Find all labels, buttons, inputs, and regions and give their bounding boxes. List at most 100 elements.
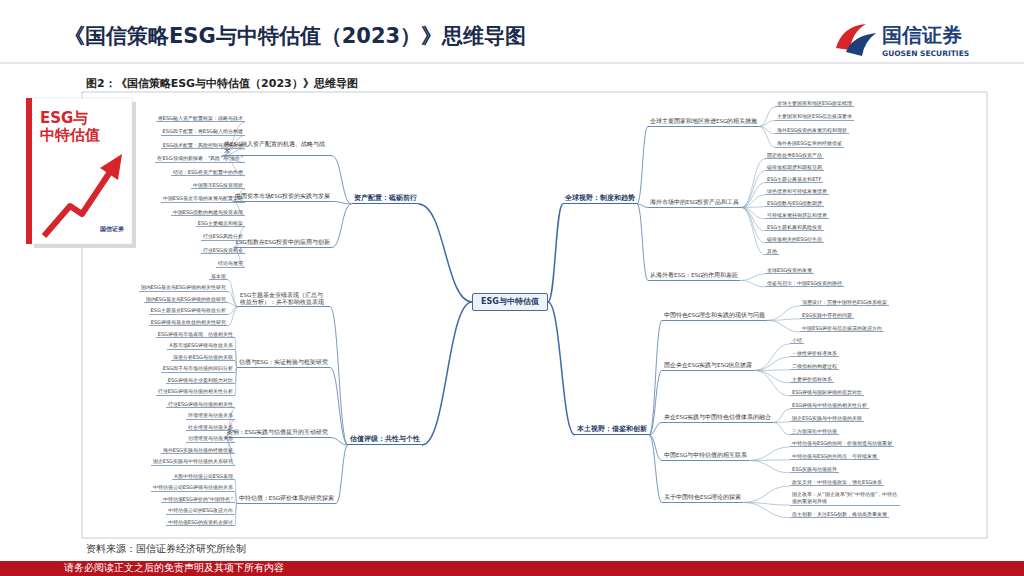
leaf-topic: ESG评级与国际评级的差异对比 (790, 388, 864, 397)
branch-line (741, 171, 765, 208)
branch-line (235, 367, 237, 395)
node-text: 将ESG融入资产配置框架：战略与战术 (158, 115, 243, 121)
node-text: ESG实践中存在的问题 (802, 312, 852, 318)
page-title: 《国信策略ESG与中特估值（2023）》思维导图 (64, 22, 526, 50)
node-text: 治理维度与估值关系 (188, 435, 233, 441)
branch-line (740, 274, 765, 281)
main-branch: 估值评级：共性与个性 (348, 435, 422, 446)
main-branch: 资产配置：砥砺前行 (352, 194, 419, 205)
leaf-topic: 碳排放相关的ESG衍生品 (765, 235, 824, 244)
branch-line (228, 307, 238, 326)
node-text: 央企ESG实践与中国特色估值体系的融合 (664, 414, 771, 421)
branch-line (332, 156, 352, 204)
node-text: 关于中国特色ESG理论的探索 (664, 494, 741, 501)
sub-branch: 中国特色ESG理念和实践的现状与问题 (662, 311, 767, 321)
branch-line (767, 320, 800, 331)
leaf-topic: 中特估值ESG的投资机会探讨 (166, 518, 235, 527)
central-topic: ESG与中特估值 (472, 293, 548, 311)
leaf-topic: 主要国家和地区ESG信息披露要求 (775, 112, 854, 121)
node-text: 国内ESG基金与ESG评级的相关性研究 (141, 284, 226, 290)
branch-line (330, 307, 348, 445)
branch-line (754, 370, 790, 382)
branch-line (741, 207, 765, 242)
node-text: 中国股市ESG投资现状 (193, 182, 243, 188)
branch-line (330, 367, 348, 444)
leaf-topic: 二级指标的构建过程 (790, 362, 839, 371)
branch-line (749, 447, 790, 461)
sub-branch: 关于中国特色ESG理论的探索 (662, 493, 743, 503)
node-text: 一致性评价标准体系 (792, 350, 837, 356)
sub-branch: ESG指数在ESG投资中的应用与创新 (234, 238, 332, 248)
leaf-topic: 一致性评价标准体系 (790, 349, 839, 358)
leaf-topic: ESG实践中存在的问题 (800, 311, 854, 320)
leaf-topic: 国内ESG基金与ESG评级的相关性研究 (139, 283, 228, 292)
leaf-topic: ESG战术配置：风险控制与超额收益 (161, 141, 245, 150)
leaf-topic: 环境维度与估值关系 (186, 411, 235, 420)
node-text: 海外各国ESG监管的经验借鉴 (777, 140, 842, 146)
branch-line (332, 201, 352, 203)
node-text: 深度分析ESG与估值的关联 (173, 354, 233, 360)
leaf-topic: 自主创新：关注ESG创新，推动高质量发展 (790, 510, 889, 519)
cover-logo-text: 国信证券 (100, 226, 124, 232)
node-text: 碳排放权期货和期权交易 (767, 164, 822, 170)
cover-title: ESG与中特估值 (40, 110, 102, 145)
node-text: ESG指数在ESG投资中的应用与创新 (236, 239, 330, 246)
footer-bar (0, 561, 1024, 576)
node-text: ESG评级与企业盈利能力对比 (168, 377, 233, 383)
branch-line (330, 437, 348, 444)
branch-line (336, 445, 348, 504)
branch-line (754, 357, 790, 371)
branch-line (741, 195, 765, 208)
leaf-topic: 行业ESG评级与估值的相关性分析 (156, 387, 235, 396)
leaf-topic: 海外ESG投资的发展历程和现状 (775, 126, 849, 135)
leaf-topic: ESG评级与基金收益的相关性研究 (149, 318, 228, 327)
node-text: 从海外看ESG：ESG的作用和差距 (650, 272, 738, 279)
node-text: 海外ESG实践与估值的经验借鉴 (163, 447, 233, 453)
node-text: ESG评级与市场表现、估值相关性 (158, 331, 233, 337)
node-text: 中特估值：ESG评价体系的研究探索 (239, 495, 334, 502)
node-text: 国内ESG基金与ESG评级的收益研究 (146, 296, 226, 302)
leaf-topic: 行业ESG投资机会 (201, 246, 245, 255)
leaf-topic: 绿色债券和可持续发展债券 (765, 187, 829, 196)
sub-branch: 估值与ESG：实证检验与框架研究 (237, 358, 330, 368)
node-text: 本土视野：借鉴和创新 (577, 426, 647, 434)
branch-line (548, 204, 563, 302)
node-text: 二级指标的构建过程 (792, 363, 837, 369)
branch-line (759, 126, 775, 147)
branch-line (759, 107, 775, 127)
node-text: 中国资本市场ESG投资的实践与发展 (235, 193, 330, 200)
figure-caption: 图2：《国信策略ESG与中特估值（2023）》思维导图 (86, 76, 358, 91)
node-text: 国企央企ESG实践与ESG信息披露 (664, 362, 752, 369)
branch-line (741, 159, 765, 208)
node-text: 碳排放相关的ESG衍生品 (767, 236, 822, 242)
branch-line (649, 435, 662, 503)
leaf-topic: 行业ESG风险分析 (201, 232, 245, 241)
branch-line (754, 370, 790, 395)
node-text: 结论与展望 (218, 260, 243, 266)
book-cover (26, 98, 136, 248)
leaf-topic: 主要评价指标体系 (790, 375, 834, 384)
branch-line (741, 207, 765, 254)
node-text: 固定收益类ESG投资产品 (767, 152, 822, 158)
node-text: 小结 (792, 337, 802, 343)
branch-line (743, 502, 790, 517)
branch-line (637, 204, 648, 281)
sub-branch: 央企ESG实践与中国特色估值体系的融合 (662, 413, 773, 423)
leaf-topic: 国企改革：从“国企改革”到“中特估值”，中特估值的重塑与升级 (790, 490, 900, 505)
node-text: 三方面深化中特估值 (792, 428, 837, 434)
node-text: ESG评级与基金收益的相关性研究 (151, 319, 226, 325)
branch-line (773, 422, 790, 434)
node-text: 社会维度与估值关系 (188, 424, 233, 430)
node-text: ESG实践与估值提升 (792, 466, 837, 472)
node-text: 全球主要国家和地区推进ESG的相关措施 (650, 118, 757, 125)
leaf-topic: 基本面 (209, 272, 228, 281)
logo-text: 国信证券 (882, 24, 962, 47)
node-text: ESG因子与市场估值的回归分析 (163, 365, 233, 371)
branch-line (740, 280, 765, 286)
branch-line (548, 302, 575, 435)
leaf-topic: 全球主要国家和地区ESG政策梳理 (775, 99, 854, 108)
leaf-topic: 可持续发展挂钩贷款和债券 (765, 211, 829, 220)
leaf-topic: 海外各国ESG监管的经验借鉴 (775, 139, 844, 148)
leaf-topic: A股市场ESG评级与收益关系 (167, 341, 235, 350)
leaf-topic: 借鉴与启示：中国ESG投资的路径 (765, 279, 844, 288)
